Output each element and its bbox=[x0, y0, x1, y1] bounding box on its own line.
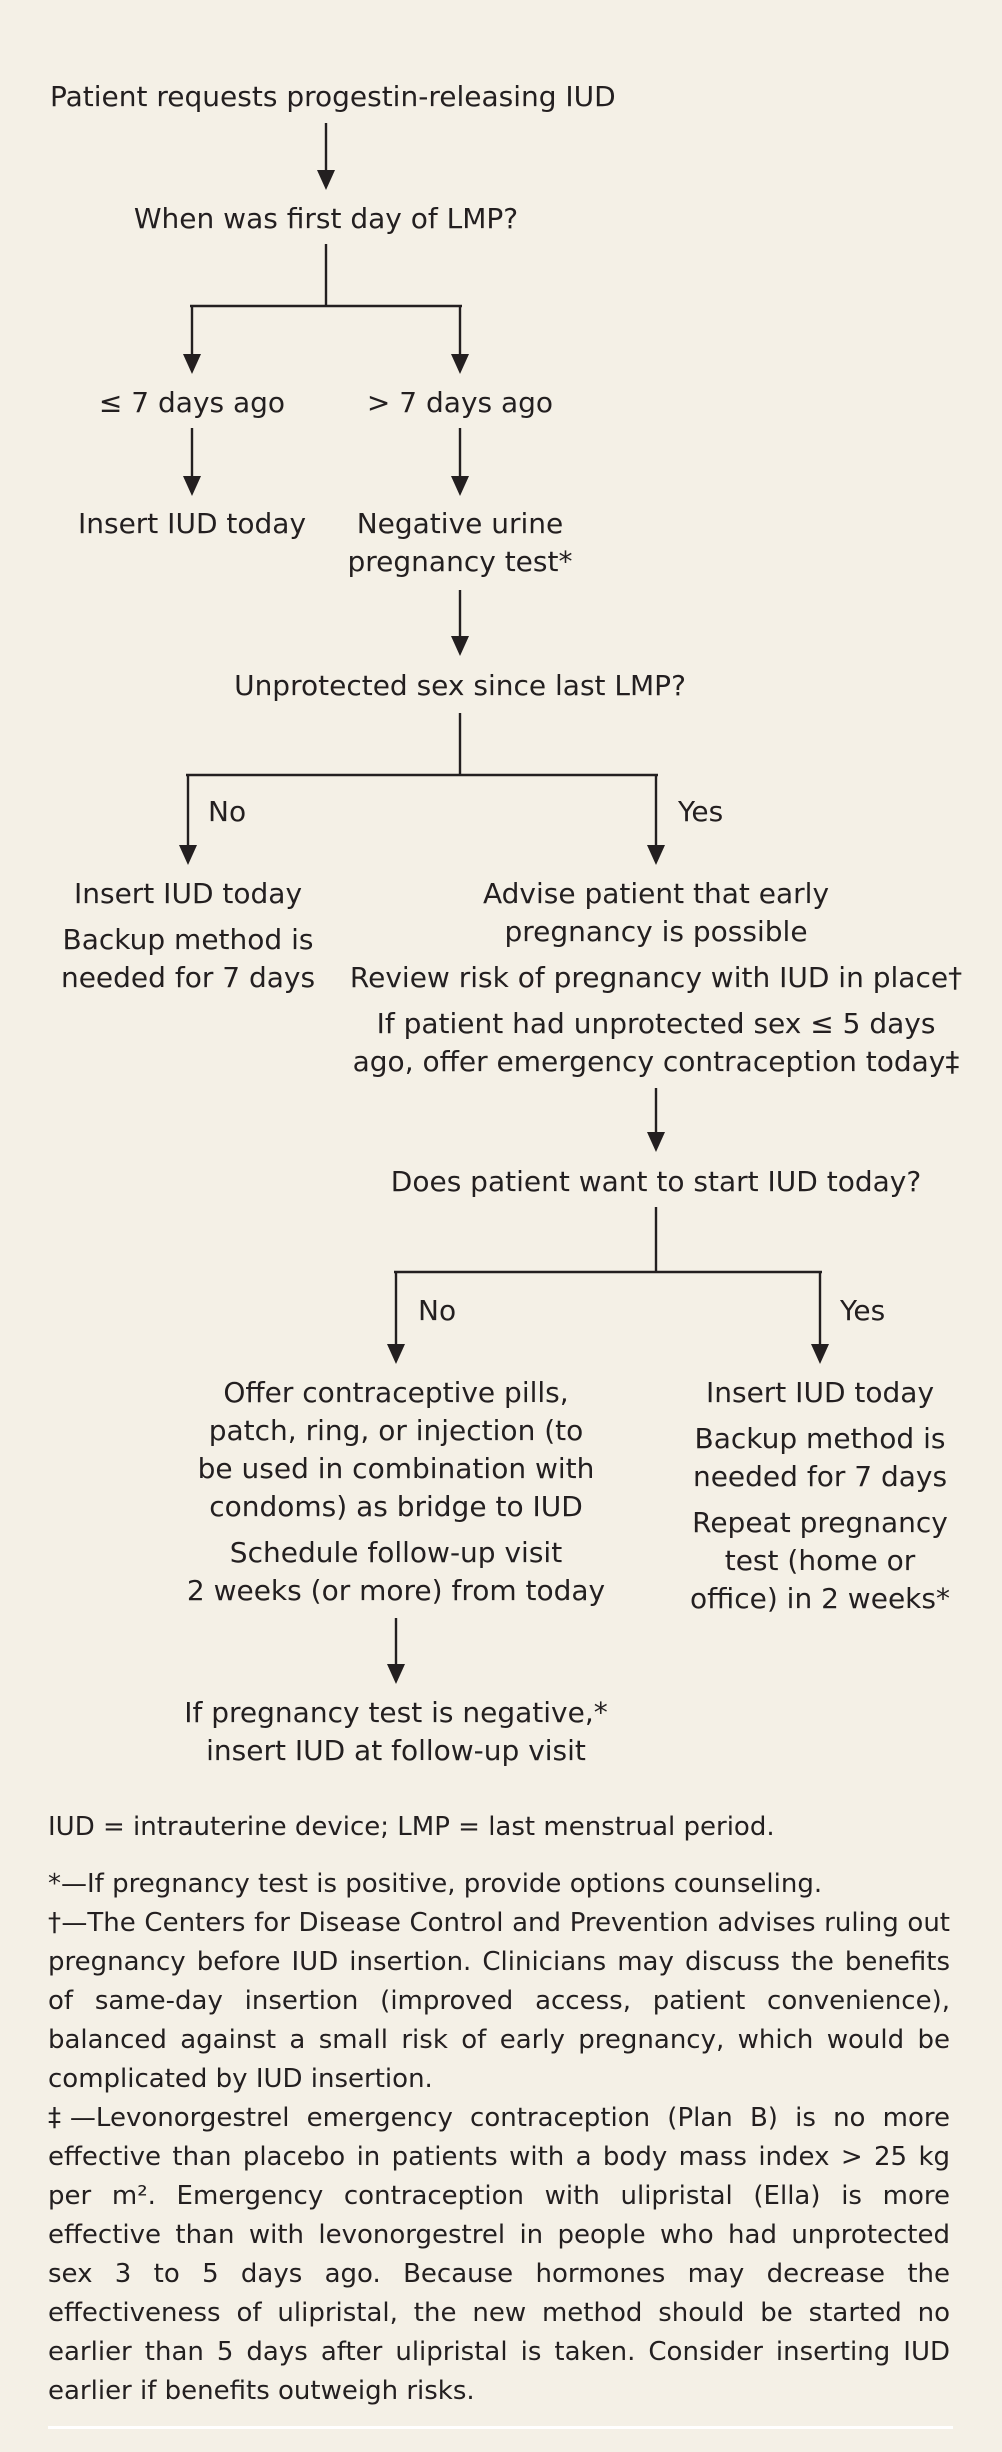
node-insert-today: Insert IUD today bbox=[78, 505, 306, 543]
arrowhead-icon bbox=[451, 476, 469, 496]
arrowhead-icon bbox=[647, 845, 665, 865]
node-start-today-question: Does patient want to start IUD today? bbox=[391, 1163, 921, 1201]
node-le7-days: ≤ 7 days ago bbox=[99, 384, 285, 422]
arrowhead-icon bbox=[647, 1132, 665, 1152]
node-text: Insert IUD today bbox=[77, 507, 307, 540]
node-text: Review risk of pregnancy with IUD in pla… bbox=[349, 961, 963, 994]
node-follow-up-insert: If pregnancy test is negative,*insert IU… bbox=[184, 1694, 608, 1770]
node-unprotected-question: Unprotected sex since last LMP? bbox=[234, 667, 686, 705]
arrowhead-icon bbox=[183, 476, 201, 496]
node-text: Unprotected sex since last LMP? bbox=[234, 669, 686, 702]
node-text: ≤ 7 days ago bbox=[98, 386, 286, 419]
arrowhead-icon bbox=[179, 845, 197, 865]
arrowhead-icon bbox=[183, 354, 201, 374]
arrowhead-icon bbox=[811, 1344, 829, 1364]
node-text: Insert IUD today bbox=[73, 877, 303, 910]
edge-label-yes: Yes bbox=[678, 795, 724, 828]
edge-label-no: No bbox=[418, 1294, 457, 1327]
node-text: Does patient want to start IUD today? bbox=[390, 1165, 922, 1198]
arrowhead-icon bbox=[451, 354, 469, 374]
node-lmp-question: When was first day of LMP? bbox=[134, 200, 518, 238]
arrowhead-icon bbox=[387, 1664, 405, 1684]
footnote-asterisk: *—If pregnancy test is positive, provide… bbox=[48, 1869, 823, 1899]
node-start: Patient requests progestin-releasing IUD bbox=[50, 78, 616, 116]
arrowhead-icon bbox=[451, 636, 469, 656]
abbreviation-note: IUD = intrauterine device; LMP = last me… bbox=[48, 1812, 775, 1842]
bottom-rule bbox=[48, 2426, 953, 2429]
edge-label-yes: Yes bbox=[840, 1294, 886, 1327]
footnote-dagger: †—The Centers for Disease Control and Pr… bbox=[48, 1908, 950, 2094]
edge-label-no: No bbox=[208, 795, 247, 828]
node-text: Offer contraceptive pills,patch, ring, o… bbox=[197, 1376, 595, 1523]
footnote-double-dagger: ‡—Levonorgestrel emergency contraception… bbox=[48, 2103, 950, 2406]
node-text: > 7 days ago bbox=[366, 386, 554, 419]
node-text: Patient requests progestin-releasing IUD bbox=[50, 80, 616, 113]
arrowhead-icon bbox=[387, 1344, 405, 1364]
arrowhead-icon bbox=[317, 170, 335, 190]
footnotes: IUD = intrauterine device; LMP = last me… bbox=[48, 1808, 950, 2411]
node-text: If pregnancy test is negative,*insert IU… bbox=[184, 1696, 608, 1767]
node-bridge-contraception: Offer contraceptive pills,patch, ring, o… bbox=[187, 1374, 605, 1610]
flowchart-connectors bbox=[179, 123, 829, 1684]
node-text: Insert IUD today bbox=[705, 1376, 935, 1409]
node-gt7-days: > 7 days ago bbox=[367, 384, 553, 422]
node-text: When was first day of LMP? bbox=[133, 202, 519, 235]
